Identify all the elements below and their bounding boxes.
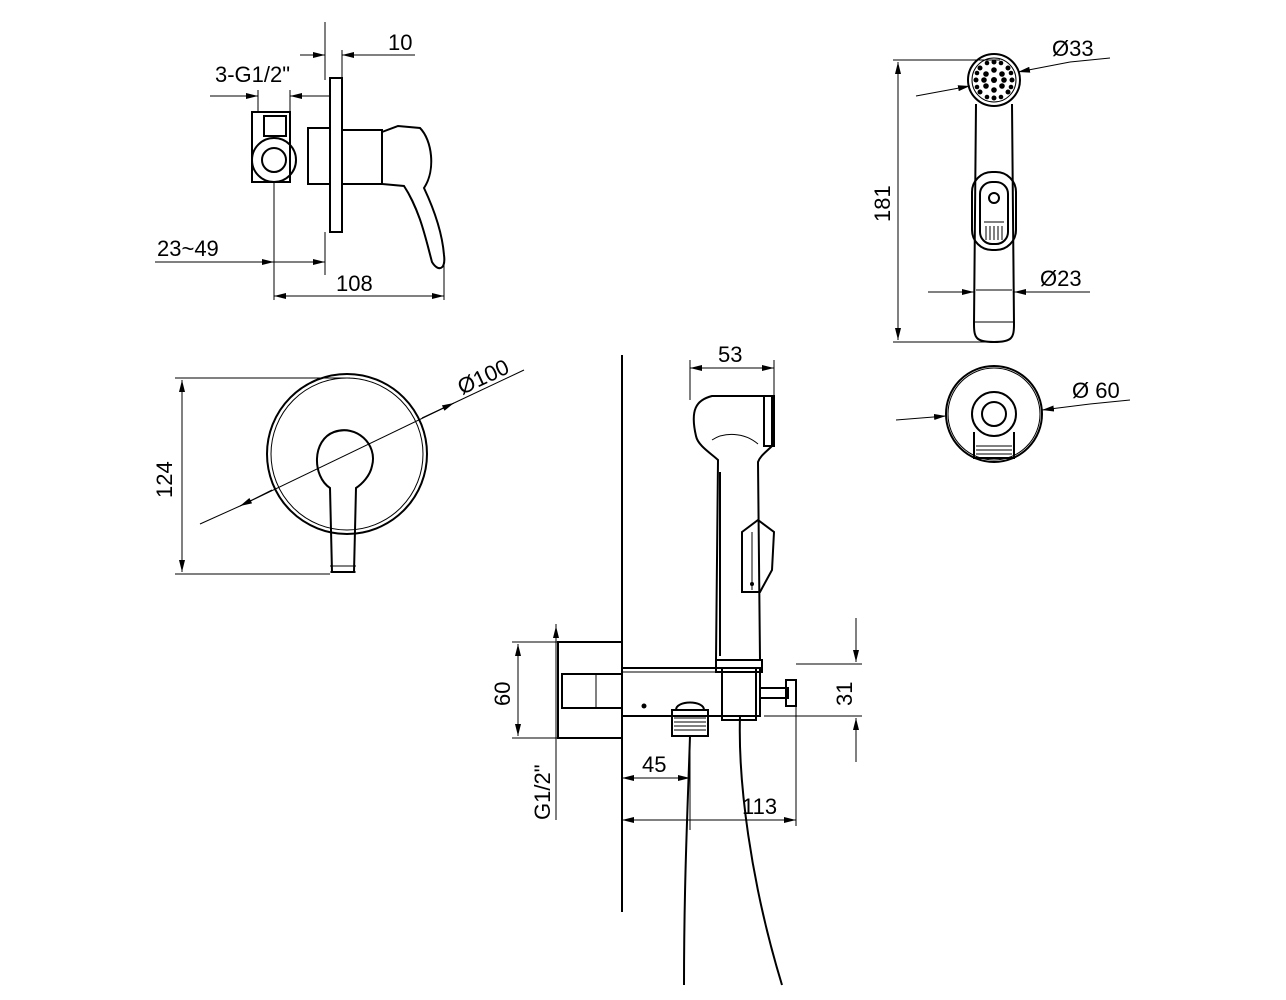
top-view: 10 3-G1/2" 23~49 108 (155, 22, 446, 300)
dim-body-height: 60 (490, 682, 515, 706)
dim-height: 124 (152, 461, 177, 498)
dim-head-diameter: Ø33 (1052, 36, 1094, 61)
spray-head: Ø33 181 Ø23 (870, 36, 1111, 344)
dim-outlet-height: 31 (832, 682, 857, 706)
dim-grip-diameter: Ø23 (1040, 266, 1082, 291)
dim-length: 181 (870, 185, 895, 222)
dim-holder-width: 53 (718, 342, 742, 367)
dim-adjust-range: 23~49 (157, 236, 219, 261)
side-view: 53 60 G1/2" 31 45 113 (490, 342, 862, 986)
dim-plate-diameter: Ø100 (454, 354, 513, 399)
dim-flange-diameter: Ø 60 (1072, 378, 1120, 403)
dim-projection: 113 (742, 794, 777, 819)
wall-flange: Ø 60 (895, 365, 1131, 463)
dim-plate-thickness: 10 (388, 30, 412, 55)
dim-outlet-offset: 45 (642, 752, 666, 777)
dim-outlet-thread: G1/2" (530, 764, 555, 820)
dim-depth: 108 (336, 271, 373, 296)
dim-thread-label: 3-G1/2" (215, 62, 290, 87)
front-view: Ø100 124 (152, 354, 525, 575)
